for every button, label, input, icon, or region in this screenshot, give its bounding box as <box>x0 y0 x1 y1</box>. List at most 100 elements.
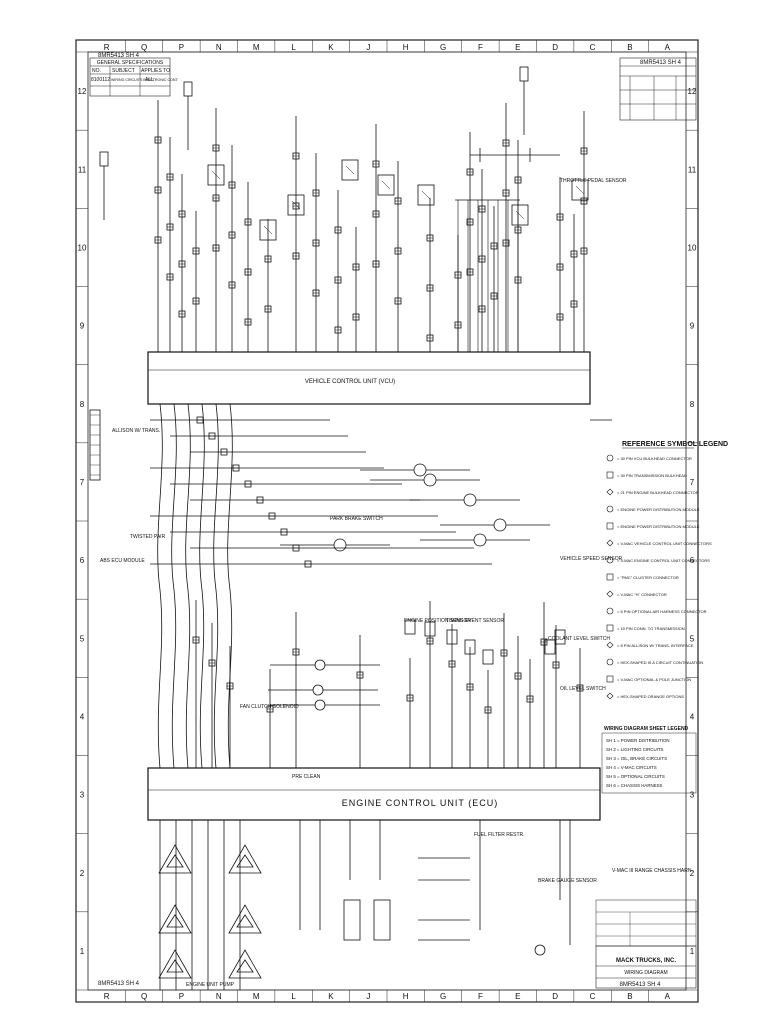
grid-row-left-2: 2 <box>80 869 85 878</box>
vcu-module: VEHICLE CONTROL UNIT (VCU) <box>147 351 591 405</box>
legend-item: = 8 PIN ALLISON W/ TRANS. INTERFACE <box>617 643 694 648</box>
grid-col-top-D: D <box>552 43 558 52</box>
grid-col-bottom-G: G <box>440 992 446 1001</box>
grid-row-left-6: 6 <box>80 556 85 565</box>
legend-item: = HEX-SHAPED ORANGE OPTIONS <box>617 694 684 699</box>
drawing-number-title-block: 8MR5413 SH 4 <box>619 982 661 988</box>
grid-col-bottom-H: H <box>403 992 409 1001</box>
wiring-legend-title: WIRING DIAGRAM SHEET LEGEND <box>604 726 689 732</box>
grid-col-top-A: A <box>665 43 671 52</box>
grid-row-right-10: 10 <box>688 243 697 252</box>
spec-row-no: 8100112 <box>91 77 110 83</box>
grid-row-left-8: 8 <box>80 400 85 409</box>
pre-clean-label: PRE CLEAN <box>292 774 321 780</box>
grid-col-bottom-N: N <box>216 992 222 1001</box>
grid-col-bottom-Q: Q <box>141 992 147 1001</box>
grid-col-bottom-J: J <box>366 992 370 1001</box>
reference-symbol-legend: REFERENCE SYMBOL LEGEND = 30 PIN VCU BUL… <box>606 441 728 700</box>
drawing-title: WIRING DIAGRAM <box>624 970 667 976</box>
grid-col-bottom-B: B <box>627 992 632 1001</box>
grid-row-left-9: 9 <box>80 322 85 331</box>
allison-label: ALLISON W/ TRANS. <box>112 428 160 434</box>
legend-item: = 6 PIN OPTIONAL AIR HARNESS CONNECTOR <box>617 609 707 614</box>
ecu-module: ENGINE CONTROL UNIT (ECU) PRE CLEAN <box>147 767 601 821</box>
legend-items: = 30 PIN VCU BULKHEAD CONNECTOR = 30 PIN … <box>606 454 712 700</box>
grid-col-top-K: K <box>328 43 334 52</box>
grid-row-left-5: 5 <box>80 634 85 643</box>
grid-row-left-7: 7 <box>80 478 85 487</box>
legend-title: REFERENCE SYMBOL LEGEND <box>622 441 728 448</box>
grid-row-left-3: 3 <box>80 791 85 800</box>
grid-row-right-1: 1 <box>690 947 695 956</box>
grid-col-top-P: P <box>179 43 184 52</box>
spec-table: GENERAL SPECIFICATIONS NO. SUBJECT APPLI… <box>89 57 178 97</box>
grid-col-top-E: E <box>515 43 520 52</box>
legend-item: = V-MAC ENGINE CONTROL UNIT CONNECTORS <box>617 558 710 563</box>
drawing-number-top-right: 8MR5413 SH 4 <box>640 60 682 66</box>
grid-row-right-12: 12 <box>688 87 697 96</box>
legend-item: = ENGINE POWER DISTRIBUTION MODULE <box>617 507 700 512</box>
vcu-label: VEHICLE CONTROL UNIT (VCU) <box>305 379 395 385</box>
legend-item: = 30 PIN VCU BULKHEAD CONNECTOR <box>617 456 692 461</box>
oil-level-label: OIL LEVEL SWITCH <box>560 686 606 692</box>
brake-gauge-label: BRAKE GAUGE SENSOR <box>538 878 597 884</box>
legend-item: = 30 PIN TRANSMISSION BULKHEAD <box>617 473 687 478</box>
grid-col-top-R: R <box>104 43 110 52</box>
twisted-pair-label: TWISTED PAIR <box>130 534 166 540</box>
legend-item: = V-MAC OPTIONAL & POLE JUNCTION <box>617 677 691 682</box>
grid-col-top-M: M <box>253 43 260 52</box>
grid-col-top-F: F <box>478 43 483 52</box>
grid-row-right-7: 7 <box>690 478 695 487</box>
grid-col-bottom-C: C <box>590 992 596 1001</box>
grid-col-top-B: B <box>627 43 632 52</box>
wiring-harness <box>89 66 612 990</box>
grid-col-top-J: J <box>366 43 370 52</box>
legend-item: = V-MAC VEHICLE CONTROL UNIT CONNECTORS <box>617 541 712 546</box>
grid-col-top-L: L <box>291 43 296 52</box>
sheet-border <box>75 39 699 1003</box>
abs-ecu-label: ABS ECU MODULE <box>100 558 145 564</box>
grid-col-top-C: C <box>590 43 596 52</box>
grid-row-right-5: 5 <box>690 634 695 643</box>
wiring-legend-item: SH 2 = LIGHTING CIRCUITS <box>606 747 664 752</box>
grid-col-bottom-E: E <box>515 992 520 1001</box>
grid-row-right-2: 2 <box>690 869 695 878</box>
spec-table-title: GENERAL SPECIFICATIONS <box>97 60 164 66</box>
ecu-pump-label: ENGINE UNIT PUMP <box>186 982 235 988</box>
chassis-harness-note: V-MAC III RANGE CHASSIS HARN. <box>612 868 693 874</box>
legend-item: = 15 PIN CONN. TO TRANSMISSION <box>617 626 685 631</box>
timing-event-label: TIMING EVENT SENSOR <box>446 618 504 624</box>
wiring-legend-item: SH 1 = POWER DISTRIBUTION <box>606 738 670 743</box>
grid-col-bottom-K: K <box>328 992 334 1001</box>
engine-position-label: ENGINE POSITION SENSOR <box>404 618 471 624</box>
vehicle-speed-label: VEHICLE SPEED SENSOR <box>560 556 623 562</box>
grid-row-left-1: 1 <box>80 947 85 956</box>
spec-header-applies: APPLIES TO <box>141 68 170 74</box>
ecu-label: ENGINE CONTROL UNIT (ECU) <box>342 798 499 808</box>
grid-row-right-4: 4 <box>690 712 695 721</box>
grid-row-right-8: 8 <box>690 400 695 409</box>
coolant-level-label: COOLANT LEVEL SWITCH <box>548 636 610 642</box>
grid-col-bottom-P: P <box>179 992 184 1001</box>
wiring-legend-item: SH 3 = OIL, BRAKE CIRCUITS <box>606 756 667 761</box>
grid-row-right-11: 11 <box>688 165 697 174</box>
drawing-number-bottom-left: 8MR5413 SH 4 <box>98 981 140 987</box>
revision-block: 8MR5413 SH 4 <box>619 57 697 121</box>
title-block: MACK TRUCKS, INC. WIRING DIAGRAM 8MR5413… <box>595 899 697 989</box>
legend-item: = 21 PIN ENGINE BULKHEAD CONNECTOR <box>617 490 699 495</box>
grid-col-bottom-L: L <box>291 992 296 1001</box>
fan-clutch-label: FAN CLUTCH SOLENOID <box>240 704 299 710</box>
wiring-legend-item: SH 5 = OPTIONAL CIRCUITS <box>606 774 665 779</box>
park-brake-label: PARK BRAKE SWITCH <box>330 516 383 522</box>
spec-row-subject: WIRING CIRCUITS ELECTRONIC CONT. <box>111 78 178 82</box>
grid-row-left-11: 11 <box>78 165 87 174</box>
grid-col-bottom-A: A <box>665 992 671 1001</box>
legend-item: = HEX-SHAPED IS A CIRCUIT CONTINUATION <box>617 660 703 665</box>
company-name: MACK TRUCKS, INC. <box>616 958 676 964</box>
grid-col-top-Q: Q <box>141 43 147 52</box>
